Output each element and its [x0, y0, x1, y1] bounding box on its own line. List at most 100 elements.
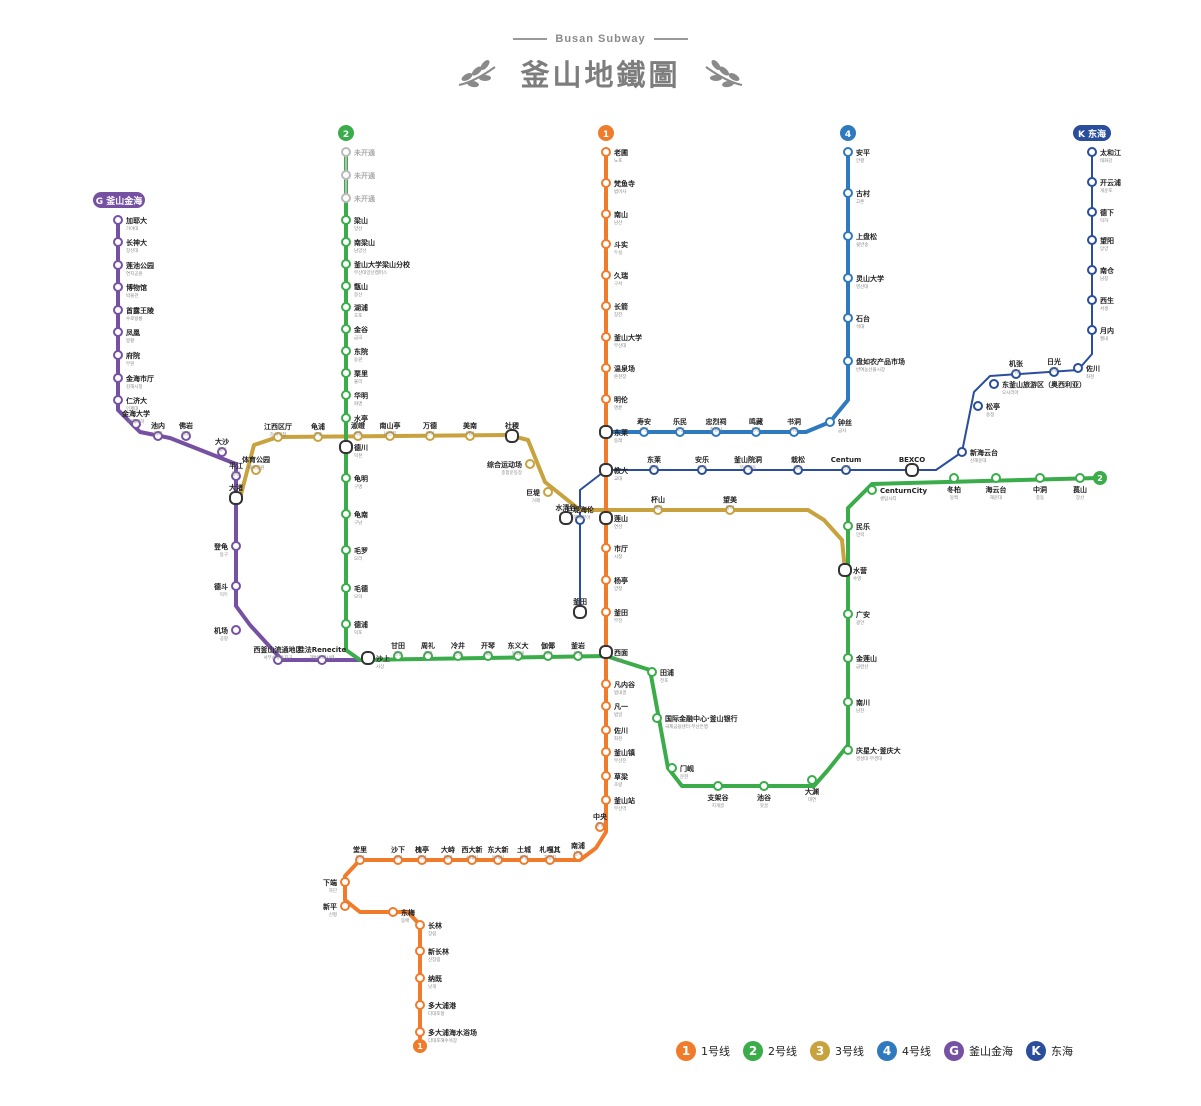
transfer-station-marker[interactable] — [339, 440, 353, 454]
transfer-station-marker[interactable] — [599, 463, 613, 477]
line2-station[interactable]: 未开通 — [341, 147, 376, 157]
transfer-station-marker[interactable] — [559, 511, 573, 525]
transfer-station-marker[interactable] — [599, 645, 613, 659]
line2-station[interactable]: 未开通 — [341, 193, 376, 203]
transfer-station-marker[interactable] — [229, 491, 243, 505]
transfer-station-marker[interactable] — [905, 463, 919, 477]
transfer-station-marker[interactable] — [838, 563, 852, 577]
